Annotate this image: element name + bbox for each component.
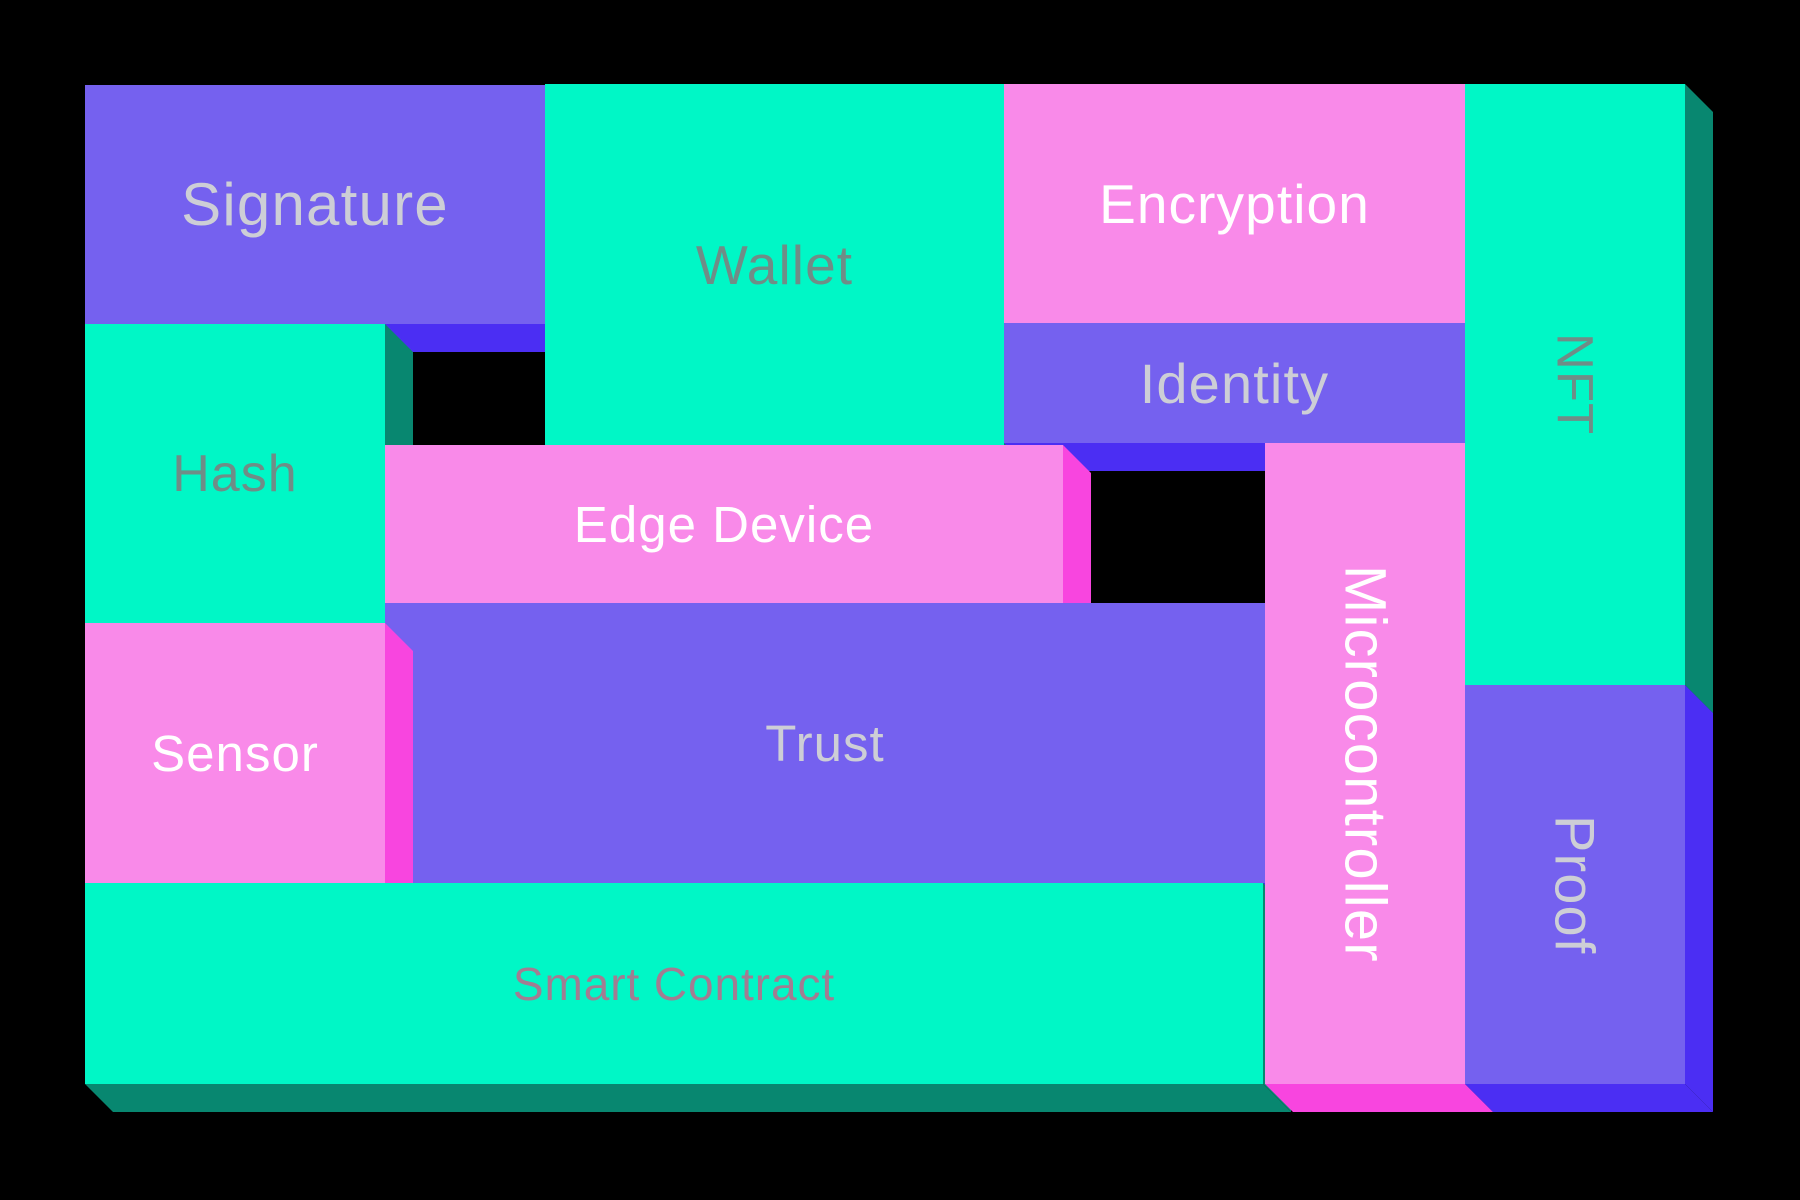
block-microcontroller: Microcontroller: [1265, 443, 1465, 1084]
hash-label: Hash: [172, 444, 298, 503]
block-trust: Trust: [385, 603, 1265, 883]
wallet-label: Wallet: [695, 233, 854, 296]
proof-label: Proof: [1543, 814, 1607, 955]
block-sensor: Sensor: [85, 623, 385, 883]
block-smart-contract: Smart Contract: [85, 883, 1263, 1084]
microcontroller-label: Microcontroller: [1332, 564, 1398, 963]
nft-label: NFT: [1546, 333, 1604, 436]
encryption-label: Encryption: [1099, 172, 1370, 235]
block-proof: Proof: [1465, 685, 1685, 1084]
block-signature: Signature: [85, 85, 545, 324]
block-edge-device: Edge Device: [385, 445, 1063, 603]
edge-device-label: Edge Device: [573, 495, 875, 553]
identity-label: Identity: [1139, 351, 1330, 415]
block-nft: NFT: [1465, 84, 1685, 685]
block-identity: Identity: [1004, 323, 1465, 443]
smart-contract-label: Smart Contract: [512, 957, 836, 1010]
block-wallet: Wallet: [545, 84, 1004, 445]
block-hash: Hash: [85, 324, 385, 623]
signature-label: Signature: [181, 171, 449, 238]
block-encryption: Encryption: [1004, 84, 1465, 323]
trust-label: Trust: [765, 714, 885, 772]
sensor-label: Sensor: [151, 724, 319, 782]
